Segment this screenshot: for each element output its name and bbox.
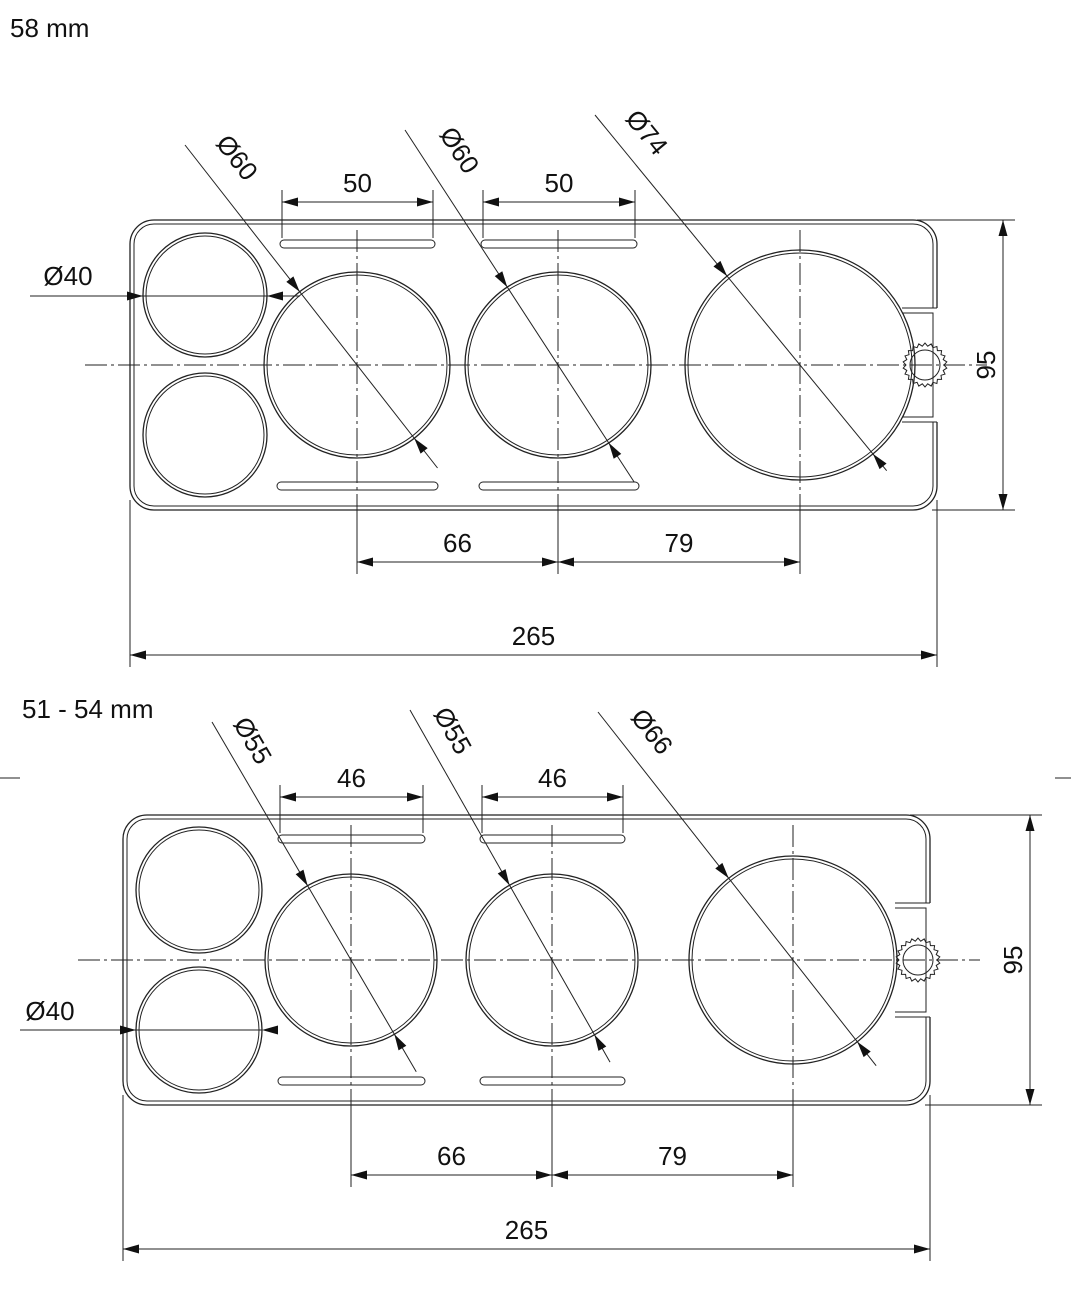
overall-width-arrow xyxy=(1025,815,1035,831)
cup-spacing-dim-1-arrow-right xyxy=(542,557,558,567)
slot-top-2 xyxy=(480,239,638,249)
cup-spacing-dim-2-arrow-left xyxy=(558,557,574,567)
small-cup-diameter-arrow xyxy=(267,291,283,301)
large-cup-1-diameter-line xyxy=(184,144,438,469)
overall-width-label: 95 xyxy=(971,351,1001,380)
slot-length-dim-2-label: 50 xyxy=(545,168,574,198)
large-cup-2-diameter-line xyxy=(404,129,635,483)
small-cup-bottom xyxy=(142,372,268,498)
small-cup-top-inner xyxy=(138,829,260,951)
xl-cup-diameter-line xyxy=(597,711,877,1067)
overall-length-dim-arrow-left xyxy=(123,1244,139,1254)
overall-width-arrow xyxy=(998,494,1008,510)
cup-spacing-dim-1-label: 66 xyxy=(437,1141,466,1171)
slot-length-dim-2-arrow-right xyxy=(619,197,635,207)
small-cup-diameter-arrow xyxy=(120,1025,136,1035)
cup-spacing-dim-1-arrow-left xyxy=(351,1170,367,1180)
slot-length-dim-2-arrow-right xyxy=(607,792,623,802)
slot-length-dim-2-arrow-left xyxy=(483,197,499,207)
overall-width-arrow xyxy=(998,220,1008,236)
slot-bottom-2 xyxy=(478,481,640,491)
small-cup-top xyxy=(142,232,268,358)
slot-length-dim-1-label: 46 xyxy=(337,763,366,793)
xl-cup-diameter-arrow xyxy=(857,1041,871,1058)
slot-length-dim-2-arrow-left xyxy=(482,792,498,802)
cup-spacing-dim-2-arrow-left xyxy=(552,1170,568,1180)
slot-length-dim-1-arrow-left xyxy=(282,197,298,207)
xl-cup-diameter-arrow xyxy=(872,453,887,470)
cup-spacing-dim-2-arrow-right xyxy=(777,1170,793,1180)
cup-spacing-dim-2-arrow-right xyxy=(784,557,800,567)
large-cup-2-diameter-line xyxy=(409,709,611,1063)
cup-spacing-dim-1-arrow-right xyxy=(536,1170,552,1180)
large-cup-2-diameter-arrow xyxy=(608,442,622,459)
drawing-title: 58 mm xyxy=(10,13,89,43)
cup-spacing-dim-1-label: 66 xyxy=(443,528,472,558)
small-cup-bottom-inner xyxy=(145,375,265,495)
large-cup-1-diameter-line xyxy=(211,721,417,1072)
overall-length-dim-arrow-right xyxy=(914,1244,930,1254)
cup-spacing-dim-1-arrow-left xyxy=(357,557,373,567)
large-cup-2-diameter-label: Ø55 xyxy=(428,702,478,760)
small-cup-top-inner xyxy=(145,235,265,355)
small-cup-diameter-label: Ø40 xyxy=(43,261,92,291)
slot-length-dim-1-label: 50 xyxy=(343,168,372,198)
xl-cup-diameter-label: Ø66 xyxy=(625,703,679,760)
large-cup-1-diameter-arrow xyxy=(286,276,300,292)
slot-length-dim-1-arrow-right xyxy=(407,792,423,802)
large-cup-1-diameter-label: Ø60 xyxy=(210,129,264,186)
drawing-title: 51 - 54 mm xyxy=(22,694,154,724)
knob-notch xyxy=(902,307,937,423)
small-cup-diameter-arrow xyxy=(127,291,143,301)
slot-length-dim-1-arrow-right xyxy=(417,197,433,207)
overall-length-dim-arrow-left xyxy=(130,650,146,660)
large-cup-2-diameter-arrow xyxy=(594,1034,607,1051)
large-cup-2-diameter-label: Ø60 xyxy=(434,121,486,179)
cup-spacing-dim-2-label: 79 xyxy=(658,1141,687,1171)
xl-cup-diameter-arrow xyxy=(713,260,728,277)
knob-notch xyxy=(895,902,930,1018)
slot-length-dim-1-arrow-left xyxy=(280,792,296,802)
overall-length-dim-label: 265 xyxy=(512,621,555,651)
xl-cup-diameter-line xyxy=(594,114,888,472)
slot-length-dim-2-label: 46 xyxy=(538,763,567,793)
xl-cup-diameter-label: Ø74 xyxy=(620,104,674,161)
xl-cup-diameter-arrow xyxy=(715,862,729,879)
overall-length-dim-arrow-right xyxy=(921,650,937,660)
small-cup-diameter-arrow xyxy=(262,1025,278,1035)
overall-width-arrow xyxy=(1025,1089,1035,1105)
overall-length-dim-label: 265 xyxy=(505,1215,548,1245)
large-cup-1-diameter-arrow xyxy=(394,1034,407,1051)
large-cup-2-diameter-arrow xyxy=(497,869,510,886)
small-cup-top xyxy=(135,826,263,954)
large-cup-2-diameter-arrow xyxy=(494,271,508,288)
large-cup-1-diameter-arrow xyxy=(295,869,308,886)
small-cup-diameter-label: Ø40 xyxy=(25,996,74,1026)
overall-width-label: 95 xyxy=(998,946,1028,975)
cup-spacing-dim-2-label: 79 xyxy=(665,528,694,558)
large-cup-1-diameter-arrow xyxy=(414,438,428,454)
